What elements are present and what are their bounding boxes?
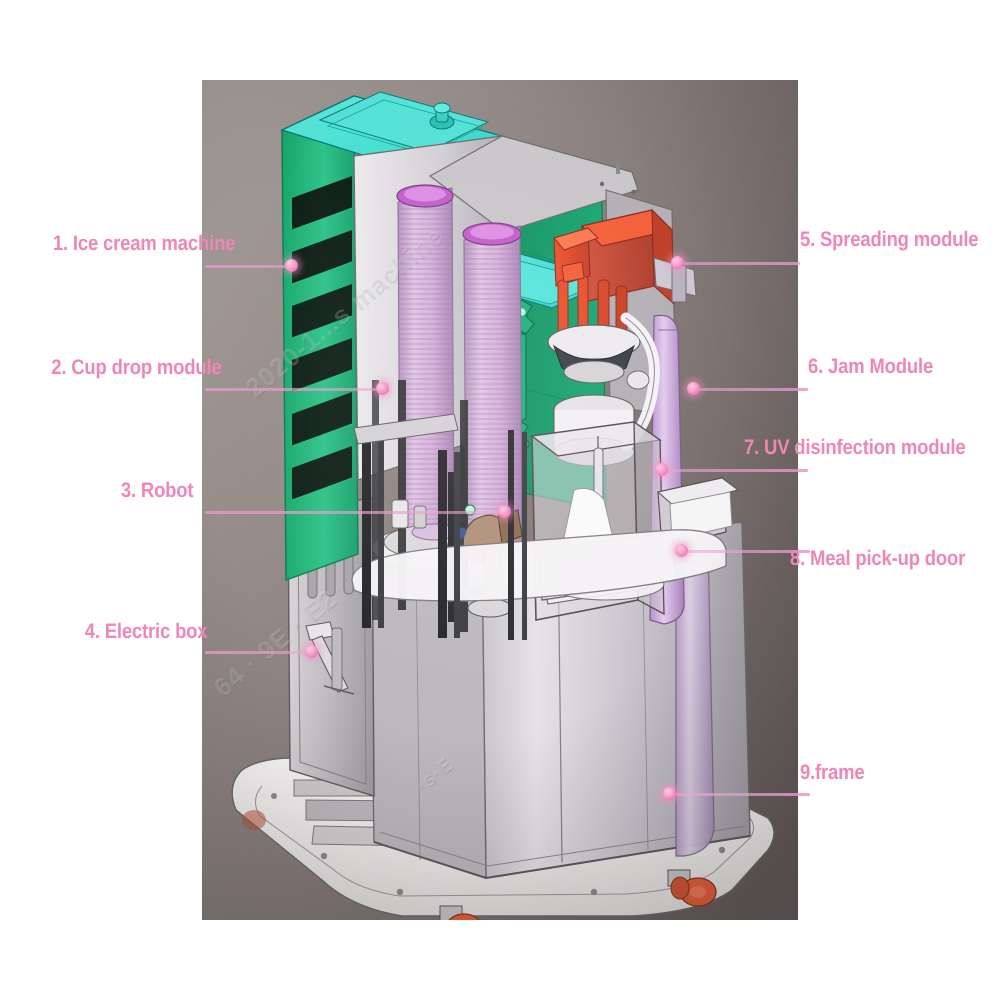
leader-dot-meal-pick-up-door [675, 544, 688, 557]
leader-line-cup-drop-module [205, 388, 383, 391]
leader-line-robot [205, 511, 505, 514]
leader-line-jam-module [692, 388, 808, 391]
callout-label-spreading-module: 5. Spreading module [800, 228, 979, 251]
leader-dot-cup-drop-module [376, 382, 389, 395]
callout-label-uv-disinfection-module: 7. UV disinfection module [744, 436, 966, 459]
leader-line-uv-disinfection-module [660, 469, 808, 472]
leader-line-meal-pick-up-door [680, 550, 810, 553]
electric-box [287, 497, 375, 797]
leader-line-electric-box [205, 651, 313, 654]
callout-label-frame: 9.frame [800, 761, 865, 784]
gantry-rails [353, 413, 527, 640]
machine-illustration [231, 91, 775, 920]
leader-dot-spreading-module [671, 256, 684, 269]
leader-line-spreading-module [676, 262, 800, 265]
callout-label-robot: 3. Robot [120, 479, 194, 502]
caster-wheels [242, 810, 717, 920]
leader-dot-uv-disinfection-module [655, 463, 668, 476]
callout-label-meal-pick-up-door: 8. Meal pick-up door [790, 547, 966, 570]
leader-dot-robot [498, 505, 511, 518]
callout-label-cup-drop-module: 2. Cup drop module [51, 356, 222, 379]
leader-dot-frame [663, 787, 676, 800]
callout-label-jam-module: 6. Jam Module [808, 355, 934, 378]
leader-dot-electric-box [305, 645, 318, 658]
callout-label-electric-box: 4. Electric box [84, 620, 208, 643]
leader-line-frame [668, 793, 810, 796]
leader-dot-ice-cream-machine [285, 259, 298, 272]
leader-line-ice-cream-machine [205, 265, 293, 268]
leader-dot-jam-module [687, 382, 700, 395]
callout-label-ice-cream-machine: 1. Ice cream machine [52, 232, 236, 255]
spreading-module [547, 208, 697, 384]
